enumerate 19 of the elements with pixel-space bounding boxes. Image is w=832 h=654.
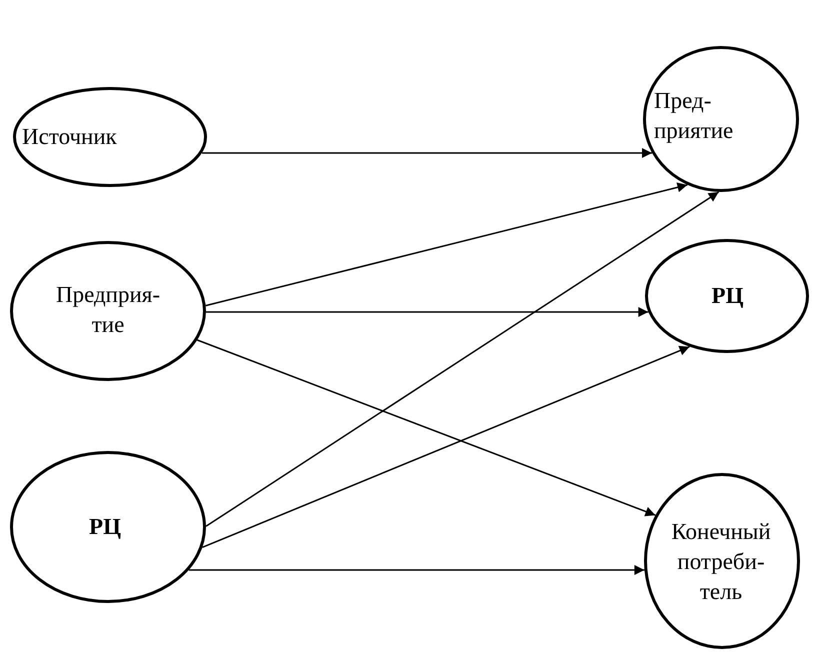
ellipse-node	[13, 87, 207, 187]
node-label: Конечный потреби- тель	[670, 518, 772, 606]
arrow	[188, 565, 644, 575]
node-label: Предприя- тие	[54, 281, 162, 339]
ellipse-node	[645, 239, 809, 353]
arrow	[196, 339, 656, 516]
arrow	[202, 346, 690, 548]
arrow	[202, 148, 652, 158]
node-label: РЦ	[710, 282, 744, 310]
node-label: Источник	[22, 123, 118, 151]
arrow	[206, 182, 688, 306]
ellipse-node	[644, 473, 800, 649]
ellipse-node	[10, 451, 206, 603]
ellipse-node	[10, 241, 206, 381]
arrow	[206, 191, 720, 527]
node-label: Пред- приятие	[654, 87, 734, 145]
ellipse-node	[643, 46, 799, 192]
node-label: РЦ	[88, 513, 122, 541]
arrow	[206, 307, 648, 317]
